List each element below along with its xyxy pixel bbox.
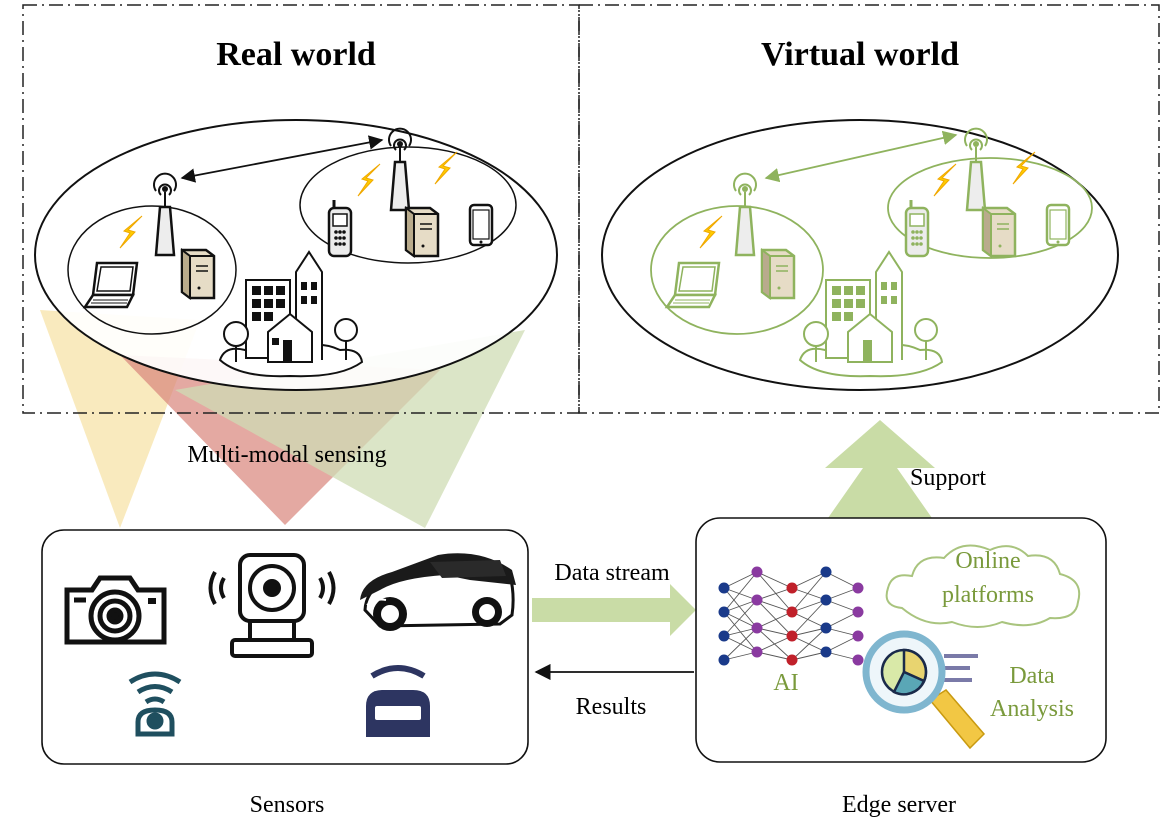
webcam-icon xyxy=(208,553,336,658)
virtual-cell-left xyxy=(650,205,824,335)
phone-icon xyxy=(904,198,930,258)
magnifier-icon xyxy=(862,630,986,750)
city-icon xyxy=(218,250,364,378)
car-icon xyxy=(360,553,516,631)
ai-label: AI xyxy=(773,670,798,696)
server-icon xyxy=(404,206,440,258)
server-icon xyxy=(760,248,796,300)
real-cell-right xyxy=(299,146,517,264)
server-icon xyxy=(981,206,1017,258)
wireless-sensor-icon xyxy=(128,671,182,737)
virtual-world-title: Virtual world xyxy=(761,36,959,73)
smartphone-icon xyxy=(468,203,494,247)
real-world-title: Real world xyxy=(216,36,376,73)
virtual-world-frame xyxy=(578,4,1160,414)
smartphone-icon xyxy=(1045,203,1071,247)
online-platforms-label-line2: platforms xyxy=(942,582,1034,608)
results-label: Results xyxy=(576,694,647,720)
virtual-link-arrow xyxy=(764,130,958,183)
virtual-cell-right xyxy=(887,157,1093,259)
sensing-label: Multi-modal sensing xyxy=(187,442,386,468)
pie-chart-icon xyxy=(880,648,928,696)
cloud-icon xyxy=(885,544,1081,628)
radar-sensor-icon xyxy=(366,665,430,737)
data-stream-arrow xyxy=(532,584,696,636)
virtual-world-scene xyxy=(601,119,1119,391)
support-label: Support xyxy=(910,465,986,491)
camera-icon xyxy=(64,575,167,645)
real-cell-left xyxy=(67,205,237,335)
data-analysis-label-line1: Data xyxy=(1009,663,1055,689)
real-link-arrow xyxy=(180,135,384,183)
world-frames xyxy=(22,4,1160,414)
online-platforms-label-line1: Online xyxy=(955,548,1020,574)
real-world-scene xyxy=(34,119,558,391)
data-analysis-label-line2: Analysis xyxy=(990,696,1074,722)
phone-icon xyxy=(327,198,353,258)
support-arrow xyxy=(825,420,935,518)
neural-network-icon xyxy=(718,566,864,666)
virtual-world-ellipse xyxy=(601,119,1119,391)
data-stream-label: Data stream xyxy=(554,560,670,586)
edge-server-caption: Edge server xyxy=(842,792,956,818)
city-icon xyxy=(798,250,944,378)
sensors-caption: Sensors xyxy=(250,792,325,818)
server-icon xyxy=(180,248,216,300)
